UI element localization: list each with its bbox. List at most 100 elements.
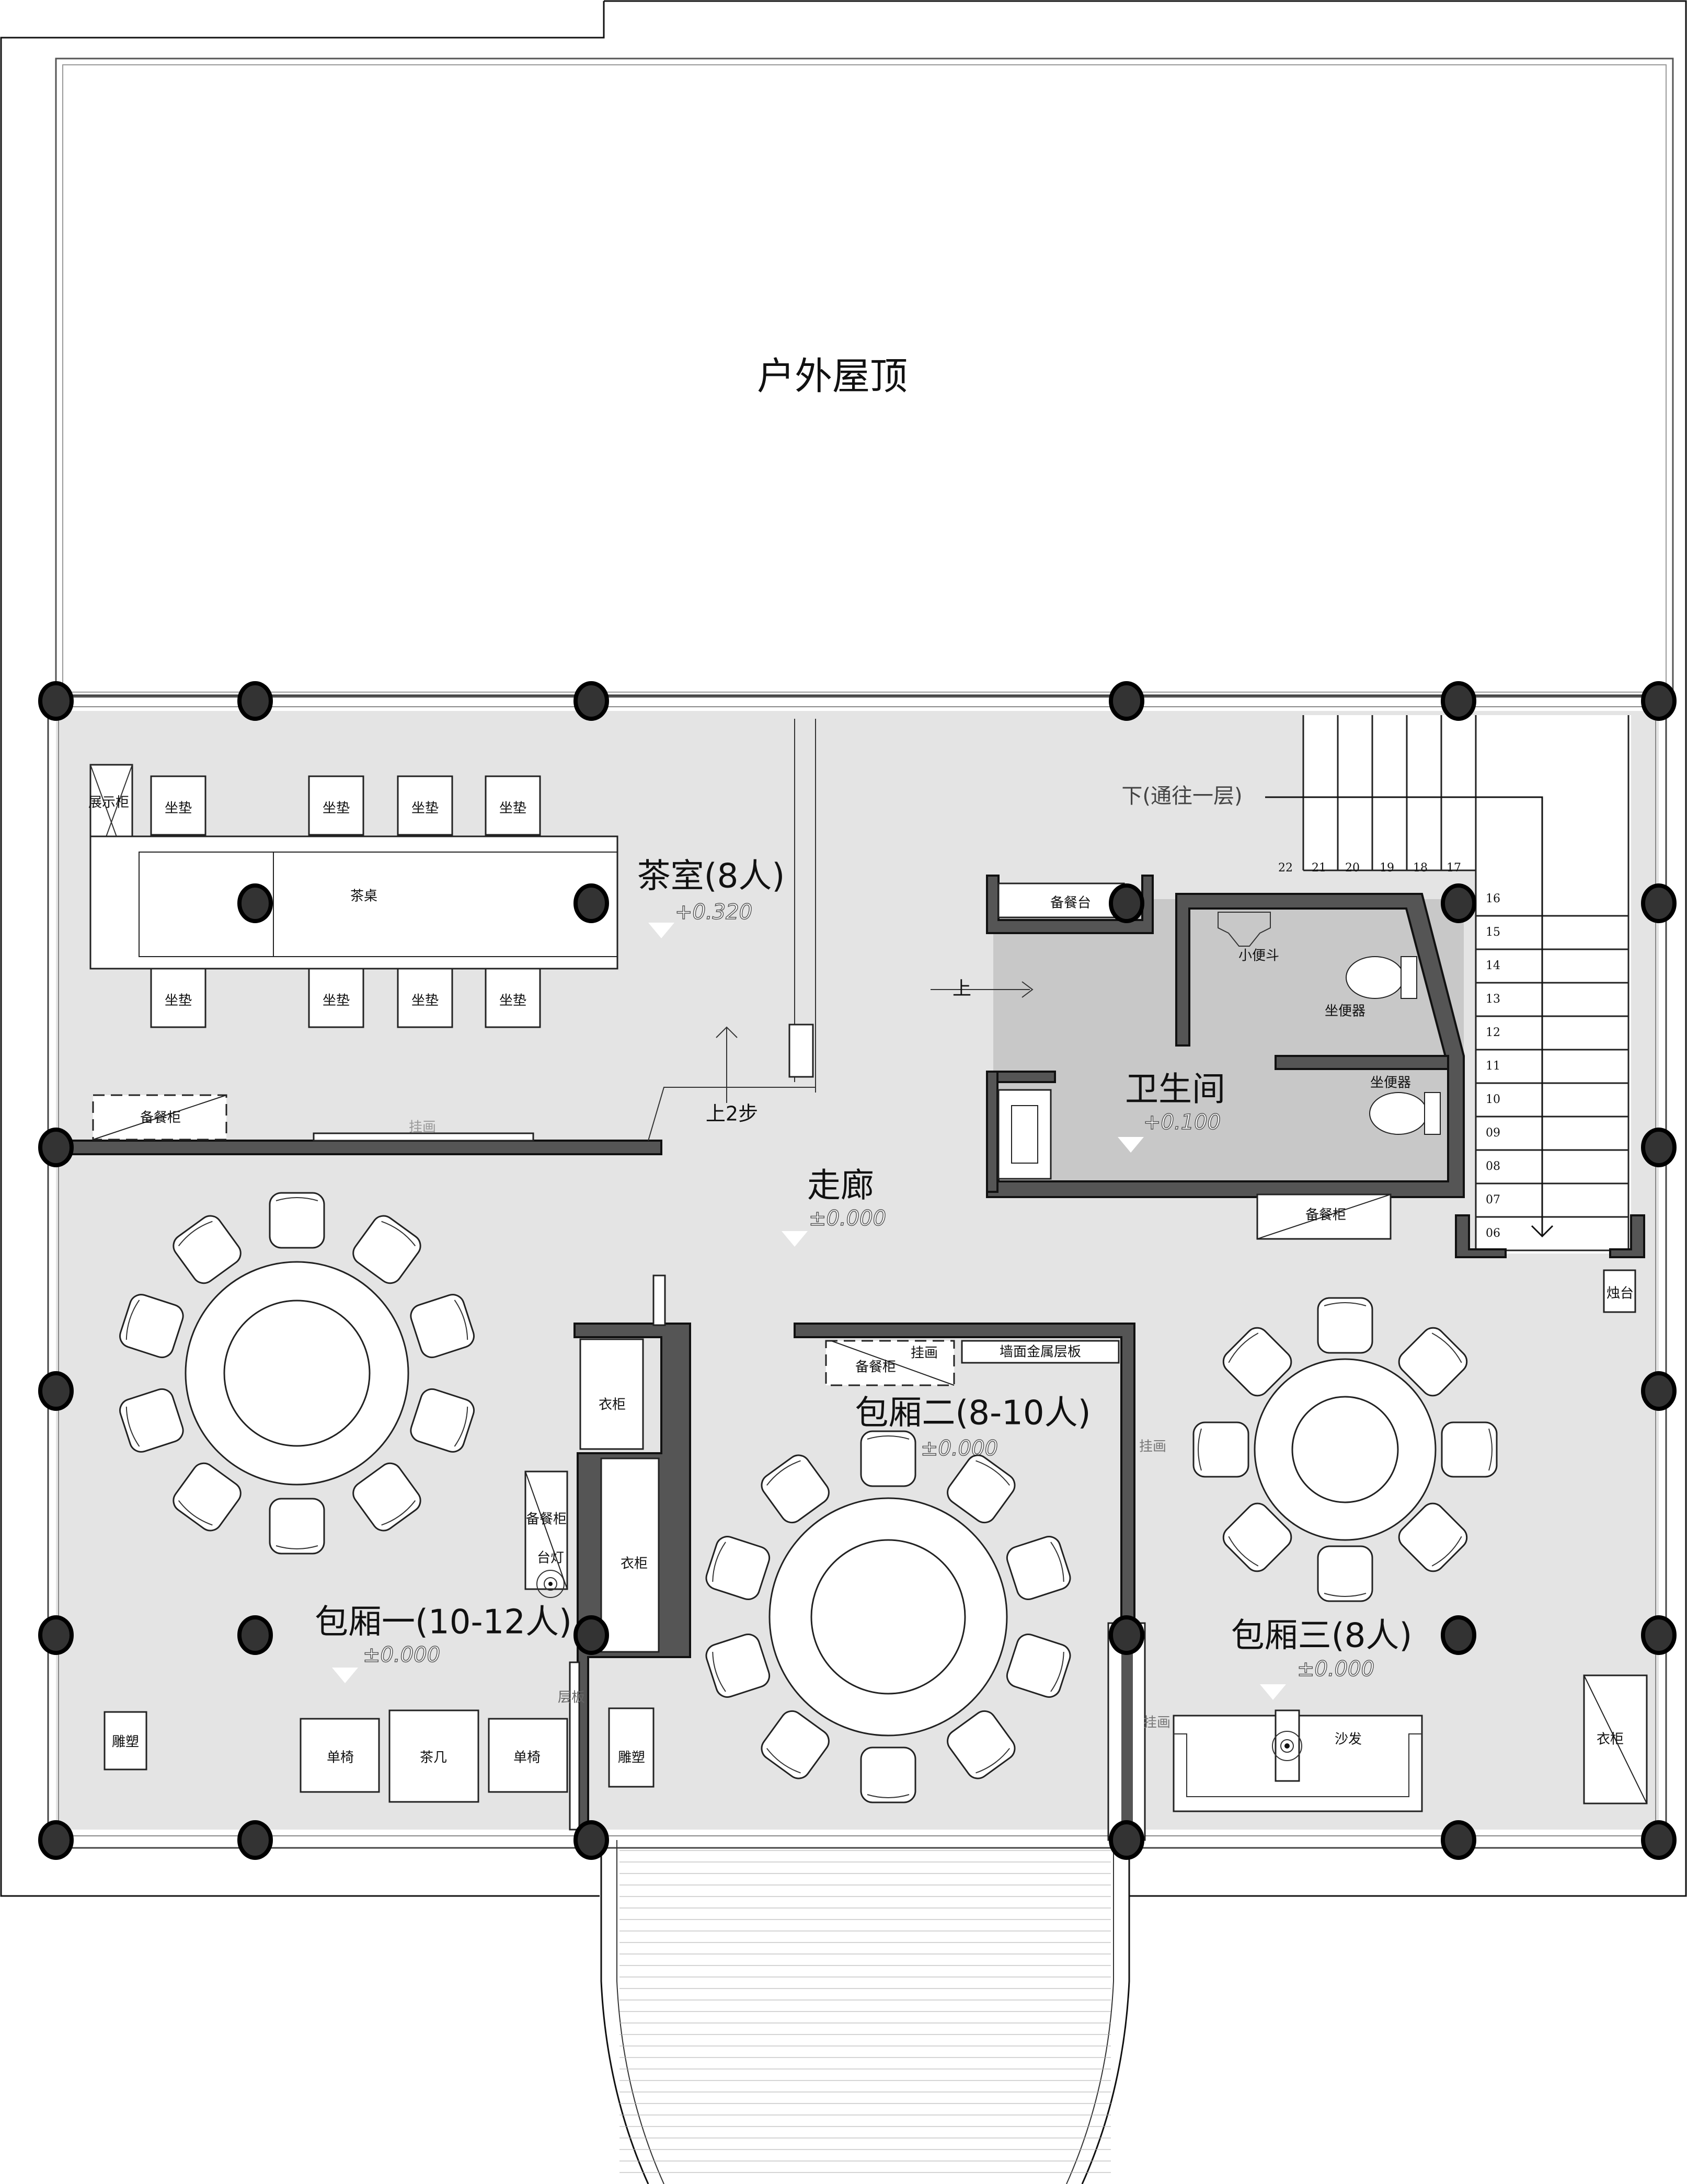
toilet-label: 坐便器 xyxy=(1325,1004,1365,1019)
urinal-icon xyxy=(1218,912,1271,947)
column xyxy=(1109,1615,1144,1655)
column xyxy=(1109,1820,1144,1860)
painting-label: 挂画 xyxy=(409,1120,436,1135)
stair-step-number: 06 xyxy=(1486,1227,1500,1240)
stair-step-number: 12 xyxy=(1486,1026,1500,1039)
dining-chair xyxy=(1317,1297,1373,1354)
stair-step-number: 08 xyxy=(1486,1160,1500,1173)
sculpture-label: 雕塑 xyxy=(112,1734,139,1750)
dining-chair xyxy=(119,1388,184,1453)
dining-chair xyxy=(761,1710,830,1779)
stair-step-number: 09 xyxy=(1486,1127,1500,1140)
tea-table xyxy=(89,835,618,970)
column xyxy=(38,1820,74,1860)
display-cabinet-label: 展示柜 xyxy=(88,795,129,811)
table-lamp-icon xyxy=(536,1570,565,1598)
building-outline xyxy=(0,0,1687,1897)
room3-elevation: ±0.000 xyxy=(1297,1657,1374,1681)
staircase xyxy=(1265,715,1645,1258)
sculpture xyxy=(608,1707,655,1788)
dining-chair xyxy=(269,1498,325,1555)
candle-stand xyxy=(1603,1269,1636,1313)
wardrobe xyxy=(579,1338,644,1450)
column xyxy=(1441,883,1476,923)
cushion-label: 坐垫 xyxy=(411,993,439,1009)
candle-stand-label: 烛台 xyxy=(1606,1286,1634,1302)
wardrobe xyxy=(600,1457,660,1653)
stair-step-number: 10 xyxy=(1486,1093,1500,1106)
dining-chair xyxy=(1317,1545,1373,1602)
armchair-label: 单椅 xyxy=(513,1750,541,1766)
dining-chair xyxy=(761,1454,830,1524)
corridor-elevation: ±0.000 xyxy=(809,1206,886,1231)
dining-chair xyxy=(1398,1327,1468,1397)
room1-title: 包厢一(10-12人) xyxy=(315,1603,572,1642)
sofa-label: 沙发 xyxy=(1335,1732,1362,1748)
cushion-label: 坐垫 xyxy=(411,801,439,817)
dining-chair xyxy=(269,1192,325,1249)
column xyxy=(1441,1820,1476,1860)
armchair-label: 单椅 xyxy=(327,1750,354,1766)
stair-step-number: 19 xyxy=(1380,861,1394,875)
column xyxy=(237,883,273,923)
stair-step-number: 14 xyxy=(1486,959,1500,972)
dining-chair xyxy=(705,1634,771,1698)
sideboard-label: 备餐柜 xyxy=(1305,1208,1346,1223)
wardrobe-label: 衣柜 xyxy=(621,1556,648,1572)
shelf xyxy=(569,1661,580,1831)
toilet-label: 坐便器 xyxy=(1370,1075,1411,1091)
coffee-table-label: 茶几 xyxy=(420,1750,447,1766)
metal-shelf-label: 墙面金属层板 xyxy=(1000,1344,1081,1360)
column xyxy=(1641,681,1677,721)
dining-chair xyxy=(1192,1421,1249,1478)
room2-title: 包厢二(8-10人) xyxy=(855,1394,1091,1433)
stair-step-number: 21 xyxy=(1312,861,1326,875)
dining-chair xyxy=(1441,1421,1498,1478)
tea-table-label: 茶桌 xyxy=(350,889,377,904)
roof-title: 户外屋顶 xyxy=(757,354,908,398)
column xyxy=(1641,1615,1677,1655)
column xyxy=(1641,883,1677,923)
column xyxy=(573,883,609,923)
serving-counter-label: 备餐台 xyxy=(1050,895,1091,911)
room3-title: 包厢三(8人) xyxy=(1231,1617,1413,1656)
shelf-label: 层板 xyxy=(558,1690,585,1706)
dining-chair xyxy=(1398,1502,1468,1572)
column xyxy=(237,1820,273,1860)
sideboard-label: 备餐柜 xyxy=(526,1512,567,1527)
cushion xyxy=(397,775,453,836)
column xyxy=(38,1615,74,1655)
painting-label: 挂画 xyxy=(911,1346,938,1361)
column xyxy=(1109,883,1144,923)
cushion-label: 坐垫 xyxy=(499,993,526,1009)
cushion xyxy=(150,968,206,1028)
dining-chair xyxy=(1222,1327,1292,1397)
sculpture-label: 雕塑 xyxy=(618,1750,645,1766)
column xyxy=(1441,681,1476,721)
restroom-title: 卫生间 xyxy=(1125,1071,1225,1109)
step-block xyxy=(788,1024,814,1078)
cushion xyxy=(308,775,364,836)
cushion-label: 坐垫 xyxy=(165,993,192,1009)
toilet-icon xyxy=(1369,1092,1428,1135)
floor-lamp-icon xyxy=(1272,1731,1302,1761)
column xyxy=(1641,1820,1677,1860)
dining-chair xyxy=(1006,1634,1071,1698)
dining-chair xyxy=(119,1294,184,1359)
dining-chair xyxy=(860,1746,916,1803)
stair-step-number: 22 xyxy=(1278,861,1293,875)
cushion xyxy=(485,968,541,1028)
cushion-label: 坐垫 xyxy=(165,801,192,817)
perimeter-railing xyxy=(47,694,1667,1849)
elevation-marker xyxy=(648,923,674,938)
stair-step-number: 13 xyxy=(1486,993,1500,1006)
painting-label: 挂画 xyxy=(1139,1439,1166,1455)
stair-step-number: 07 xyxy=(1486,1193,1500,1206)
cushion xyxy=(397,968,453,1028)
up-two-steps-label: 上2步 xyxy=(706,1102,758,1125)
sideboard-label: 备餐柜 xyxy=(140,1110,181,1126)
restroom xyxy=(986,875,1465,1198)
column xyxy=(38,681,74,721)
up-label: 上 xyxy=(952,978,971,999)
tea-room-title: 茶室(8人) xyxy=(637,857,785,896)
